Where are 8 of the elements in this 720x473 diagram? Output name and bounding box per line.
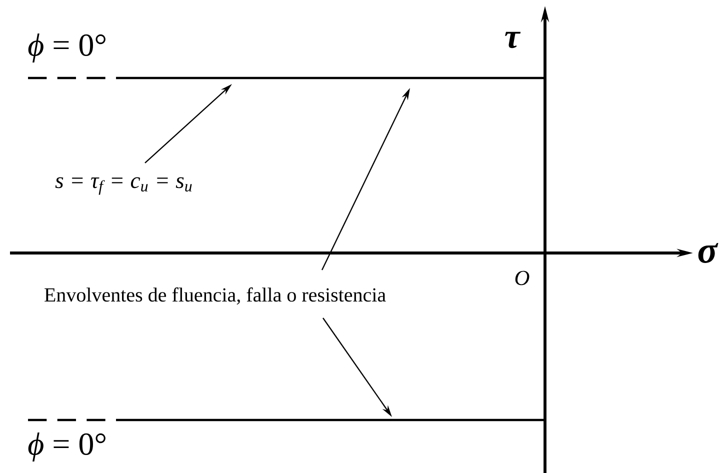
formula-label: s = τ$_{f}$ = c$_{u}$ = s$_{u}$ (55, 177, 192, 195)
axis-label: σ (698, 243, 718, 263)
envelope-line (28, 418, 545, 422)
envelope-line (28, 76, 545, 80)
origin-label: O (515, 270, 530, 286)
angle-label: ϕ = 0° (28, 432, 106, 462)
angle-label: ϕ = 0° (28, 33, 106, 62)
callout-text: Envolventes de fluencia, falla o resistencia (44, 287, 386, 305)
